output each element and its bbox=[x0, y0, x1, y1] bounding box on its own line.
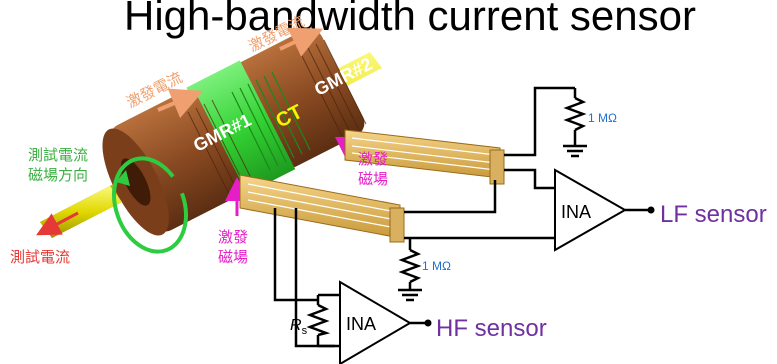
excite-current-arrow-right bbox=[279, 27, 324, 57]
field-direction-label-1: 測試電流 bbox=[28, 146, 88, 164]
excite-field-label-right-2: 磁場 bbox=[358, 170, 388, 188]
lf-sensor-label: LF sensor bbox=[660, 201, 767, 228]
core-assembly bbox=[102, 28, 365, 236]
resistor-rs bbox=[306, 303, 331, 337]
hf-sensor-label: HF sensor bbox=[436, 315, 547, 342]
excite-field-label-left-1: 激發 bbox=[218, 228, 248, 246]
field-direction-arrow bbox=[112, 156, 188, 254]
field-direction-label-2: 磁場方向 bbox=[28, 166, 88, 184]
title: High-bandwidth current sensor bbox=[124, 0, 696, 39]
excite-field-label-left-2: 磁場 bbox=[218, 248, 248, 266]
excite-current-arrow-left bbox=[157, 88, 204, 119]
rs-label: Rs bbox=[290, 317, 308, 337]
core-windings bbox=[187, 39, 367, 197]
resistor-bottom bbox=[398, 248, 422, 302]
ina-label-lf: INA bbox=[561, 202, 591, 222]
ina-label-hf: INA bbox=[346, 314, 376, 334]
pcb-strip-upper bbox=[344, 129, 505, 185]
resistor-top-value: 1 MΩ bbox=[588, 111, 617, 125]
pcb-strip-lower bbox=[239, 174, 405, 243]
resistor-bottom-value: 1 MΩ bbox=[422, 259, 451, 273]
test-current-arrow bbox=[36, 211, 79, 236]
circuit-wires bbox=[273, 86, 575, 348]
resistor-top bbox=[563, 88, 587, 158]
excite-field-label-right-1: 激發 bbox=[358, 150, 388, 168]
test-current-label: 測試電流 bbox=[10, 248, 70, 266]
ina-amplifier-hf bbox=[339, 280, 432, 364]
ina-amplifier-lf bbox=[554, 168, 655, 252]
ct-windings bbox=[231, 71, 311, 171]
conductor-rod-front bbox=[40, 186, 122, 238]
